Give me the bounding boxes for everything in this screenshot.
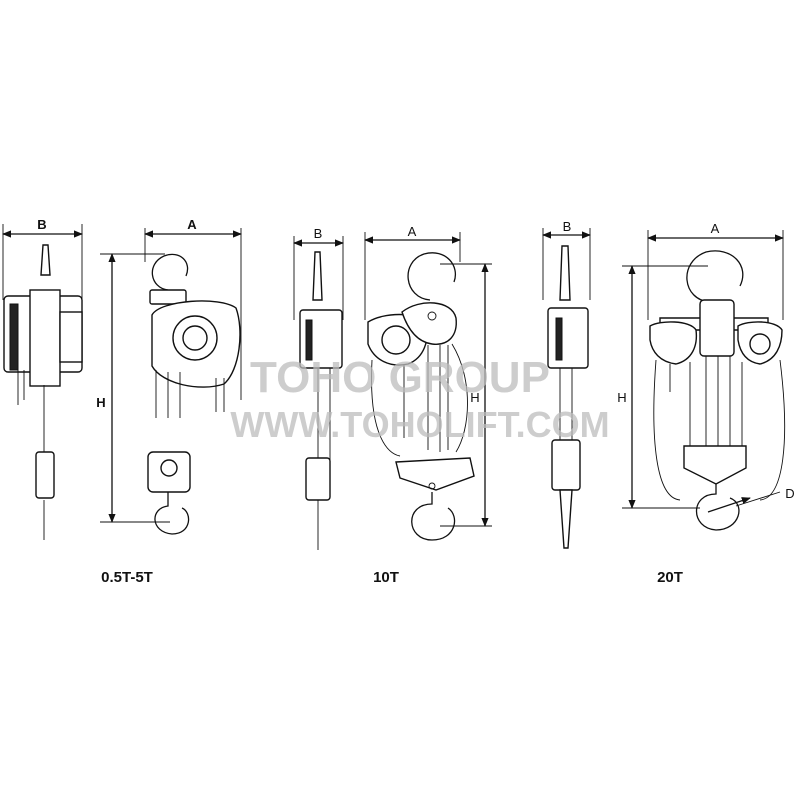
dim-d-label: D <box>785 486 794 501</box>
hoist-20t-side-view <box>542 228 591 549</box>
dim-a-label: A <box>711 221 720 236</box>
dim-h-label: H <box>470 390 479 405</box>
hoist-20t-front-view <box>622 230 786 531</box>
hoist-10t-side-view <box>293 236 344 550</box>
model-captions: 0.5T-5T 10T 20T <box>101 569 683 586</box>
dim-b-label: B <box>37 217 46 232</box>
dim-a-label: A <box>408 224 417 239</box>
dim-b-label: B <box>314 226 323 241</box>
dim-h-label: H <box>96 395 105 410</box>
dim-h-label: H <box>617 390 626 405</box>
watermark-line-1: TOHO GROUP <box>250 353 550 402</box>
model-caption-10t: 10T <box>373 569 399 586</box>
hoist-0-5t-5t-side-view <box>2 224 83 540</box>
model-caption-0-5t-5t: 0.5T-5T <box>101 569 153 586</box>
dim-b-label: B <box>563 219 572 234</box>
watermark-line-2: WWW.TOHOLIFT.COM <box>230 404 609 445</box>
dimension-labels: B A H B A H B A H D <box>37 217 794 501</box>
hoist-10t-front-view <box>364 232 492 541</box>
watermark: TOHO GROUP WWW.TOHOLIFT.COM <box>230 353 609 445</box>
model-caption-20t: 20T <box>657 569 683 586</box>
dim-a-label: A <box>187 217 197 232</box>
hoist-0-5t-5t-front-view <box>100 228 242 535</box>
